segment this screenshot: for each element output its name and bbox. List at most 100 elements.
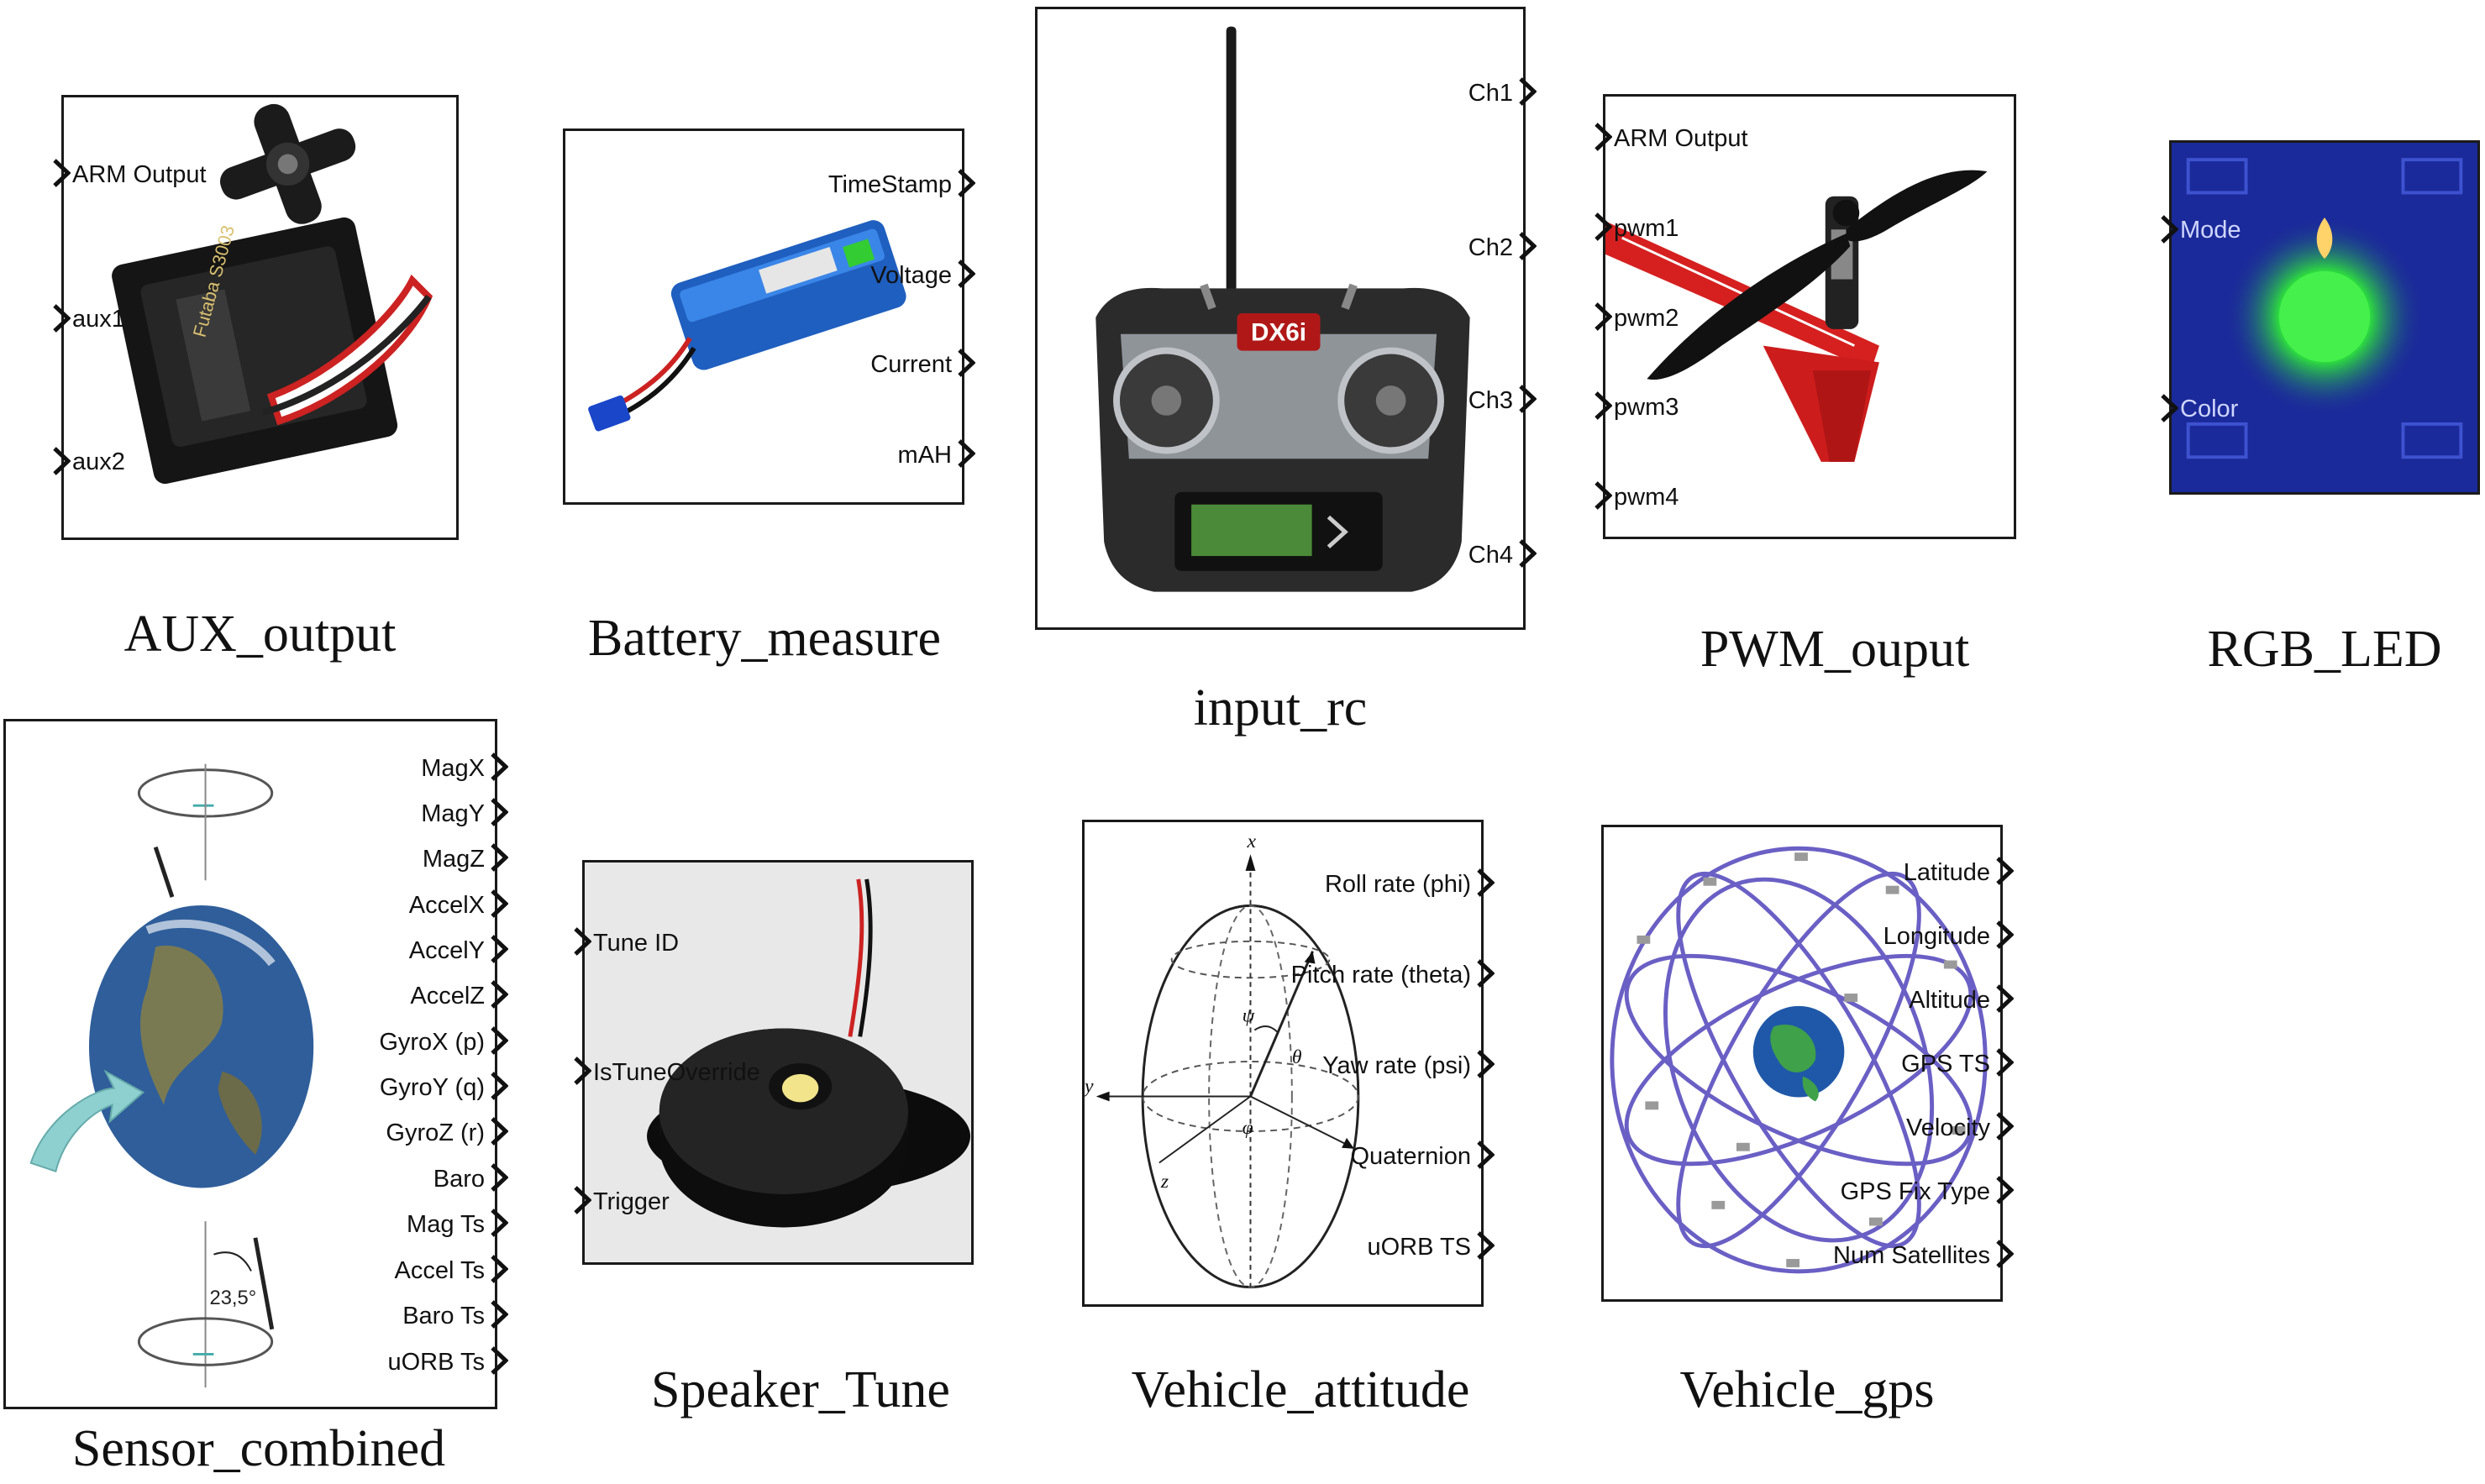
input-rc-block[interactable]: DX6i Ch1 Ch2 Ch3 Ch4: [1035, 7, 1537, 630]
port-pwm2: pwm2: [1614, 305, 1679, 332]
out-port-arrow[interactable]: [490, 1116, 508, 1146]
in-port-arrow[interactable]: [1594, 391, 1612, 421]
out-port-arrow[interactable]: [490, 889, 508, 919]
out-port-arrow[interactable]: [1476, 1049, 1495, 1079]
out-port-arrow[interactable]: [490, 1208, 508, 1238]
out-port-arrow[interactable]: [1995, 1239, 2014, 1269]
out-port-arrow[interactable]: [1476, 958, 1495, 988]
out-port-arrow[interactable]: [957, 348, 975, 378]
port-latitude: Latitude: [1903, 859, 1990, 886]
in-port-arrow[interactable]: [2160, 214, 2178, 244]
out-port-arrow[interactable]: [1518, 231, 1537, 261]
out-port-arrow[interactable]: [490, 752, 508, 782]
in-port-arrow[interactable]: [573, 926, 591, 957]
out-port-arrow[interactable]: [957, 438, 975, 469]
in-port-arrow[interactable]: [1594, 480, 1612, 511]
out-port-arrow[interactable]: [490, 934, 508, 964]
vehicle-gps-block[interactable]: Latitude Longitude Altitude GPS TS Veloc…: [1601, 825, 2014, 1302]
in-port-arrow[interactable]: [52, 303, 71, 333]
angle-label-psi: ψ: [1242, 1005, 1256, 1027]
motor-propeller-image: [1605, 170, 1988, 462]
port-roll-rate: Roll rate (phi): [1324, 871, 1471, 898]
port-timestamp: TimeStamp: [827, 171, 952, 198]
port-pitch-rate: Pitch rate (theta): [1290, 962, 1471, 988]
out-port-arrow[interactable]: [490, 842, 508, 873]
port-pwm3: pwm3: [1614, 394, 1679, 421]
port-quaternion: Quaternion: [1350, 1143, 1472, 1170]
out-port-arrow[interactable]: [490, 797, 508, 827]
port-altitude: Altitude: [1909, 987, 1990, 1014]
out-port-arrow[interactable]: [490, 1025, 508, 1056]
out-port-arrow[interactable]: [1995, 1047, 2014, 1078]
port-ch2: Ch2: [1468, 234, 1513, 261]
port-arm-output: ARM Output: [1614, 125, 1748, 152]
port-aux1: aux1: [72, 306, 125, 333]
port-accel-ts: Accel Ts: [394, 1257, 485, 1284]
out-port-arrow[interactable]: [1518, 76, 1537, 107]
out-port-arrow[interactable]: [957, 259, 975, 289]
out-port-arrow[interactable]: [490, 1254, 508, 1284]
port-arm-output: ARM Output: [72, 161, 207, 188]
port-trigger: Trigger: [593, 1188, 670, 1215]
caption-pwm-output: PWM_ouput: [1700, 621, 1970, 678]
port-magy: MagY: [421, 800, 485, 827]
port-ch1: Ch1: [1468, 80, 1513, 107]
port-gps-fix-type: GPS Fix Type: [1840, 1178, 1990, 1205]
out-port-arrow[interactable]: [1476, 868, 1495, 898]
angle-label-phi: φ: [1242, 1117, 1253, 1139]
caption-rgb-led: RGB_LED: [2207, 621, 2442, 678]
out-port-arrow[interactable]: [1518, 538, 1537, 569]
aux-output-block[interactable]: Futaba S3003 ARM Output aux1 aux2: [53, 95, 459, 540]
caption-vehicle-attitude: Vehicle_attitude: [1131, 1361, 1470, 1418]
in-port-arrow[interactable]: [52, 446, 71, 476]
port-ch4: Ch4: [1468, 542, 1513, 569]
battery-measure-block[interactable]: TimeStamp Voltage Current mAH: [563, 128, 975, 505]
sensor-combined-block[interactable]: 23,5° MagX MagY MagZ AccelX AccelY Accel…: [3, 719, 508, 1409]
out-port-arrow[interactable]: [490, 979, 508, 1009]
out-port-arrow[interactable]: [490, 1162, 508, 1193]
caption-aux-output: AUX_output: [123, 606, 397, 663]
port-accely: AccelY: [408, 937, 485, 964]
tilt-angle-label: 23,5°: [209, 1287, 256, 1309]
port-mag-ts: Mag Ts: [407, 1211, 485, 1238]
port-tune-id: Tune ID: [593, 930, 680, 957]
port-accelz: AccelZ: [410, 983, 485, 1009]
port-yaw-rate: Yaw rate (psi): [1322, 1052, 1471, 1079]
rgb-led-block[interactable]: Mode Color: [2161, 140, 2480, 495]
in-port-arrow[interactable]: [2160, 393, 2178, 423]
out-port-arrow[interactable]: [1476, 1230, 1495, 1261]
port-uorb-ts: uORB Ts: [387, 1349, 485, 1376]
out-port-arrow[interactable]: [490, 1345, 508, 1376]
rc-transmitter-image: DX6i: [1095, 26, 1470, 592]
in-port-arrow[interactable]: [573, 1056, 591, 1086]
out-port-arrow[interactable]: [1476, 1140, 1495, 1170]
port-uorb-ts: uORB TS: [1367, 1234, 1471, 1261]
port-voltage: Voltage: [870, 262, 952, 289]
speaker-tune-block[interactable]: Tune ID IsTuneOverride Trigger: [574, 860, 974, 1265]
caption-vehicle-gps: Vehicle_gps: [1679, 1361, 1935, 1418]
out-port-arrow[interactable]: [1995, 1111, 2014, 1141]
out-port-arrow[interactable]: [1518, 384, 1537, 414]
in-port-arrow[interactable]: [573, 1185, 591, 1215]
pwm-output-block[interactable]: ARM Output pwm1 pwm2 pwm3 pwm4: [1594, 94, 2016, 539]
port-ch3: Ch3: [1468, 387, 1513, 414]
in-port-arrow[interactable]: [1594, 302, 1612, 332]
servo-image: Futaba S3003: [112, 103, 433, 485]
port-baro: Baro: [433, 1166, 485, 1193]
in-port-arrow[interactable]: [52, 158, 71, 188]
out-port-arrow[interactable]: [1995, 920, 2014, 950]
port-color: Color: [2180, 396, 2239, 422]
out-port-arrow[interactable]: [957, 168, 975, 198]
out-port-arrow[interactable]: [1995, 983, 2014, 1014]
port-longitude: Longitude: [1883, 923, 1990, 950]
port-is-tune-override: IsTuneOverride: [593, 1059, 760, 1086]
in-port-arrow[interactable]: [1594, 122, 1612, 152]
out-port-arrow[interactable]: [1995, 1175, 2014, 1205]
out-port-arrow[interactable]: [490, 1299, 508, 1329]
in-port-arrow[interactable]: [1594, 212, 1612, 242]
out-port-arrow[interactable]: [1995, 856, 2014, 886]
out-port-arrow[interactable]: [490, 1071, 508, 1101]
vehicle-attitude-block[interactable]: x y z ψ θ φ Roll rate (phi) Pitch rate (…: [1082, 820, 1495, 1307]
rc-model-label: DX6i: [1251, 319, 1306, 347]
port-gps-ts: GPS TS: [1901, 1051, 1990, 1078]
